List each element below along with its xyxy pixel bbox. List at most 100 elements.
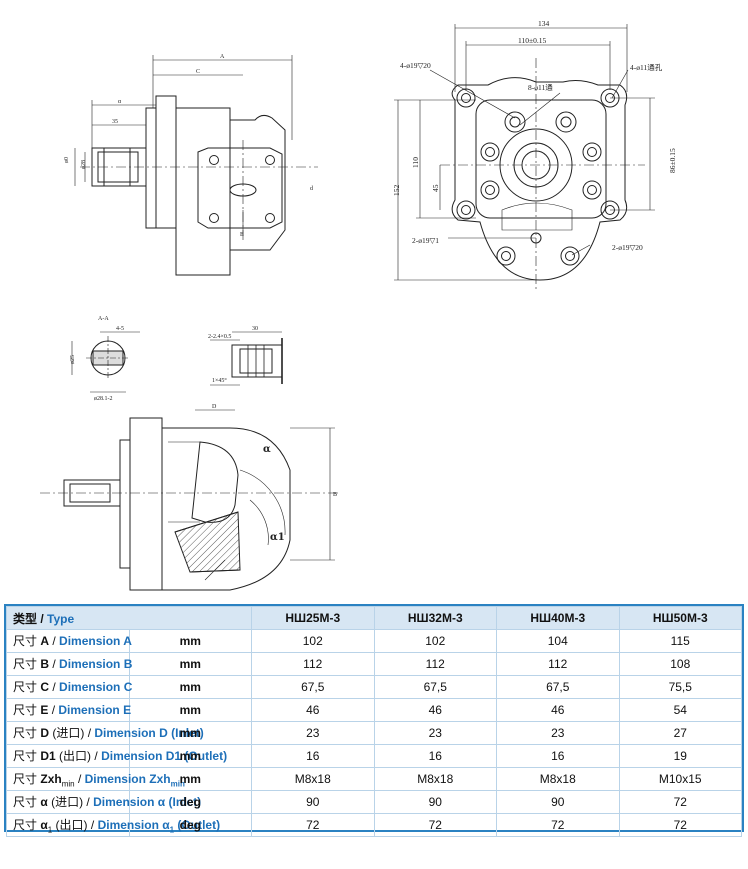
value-cell: 108 [618,652,742,676]
shaft-detail-dimensions: 2-2.4×0.5 30 1×45° [208,326,258,384]
model-header: НШ40М-3 [496,606,620,630]
dimension-label: 尺寸 B / Dimension B [6,652,132,676]
spec-table: 类型 / Type НШ25М-3 НШ32М-3 НШ40М-3 НШ50М-… [6,606,742,837]
dimension-label: 尺寸 D1 (出口) / Dimension D1 (Outlet) [6,744,227,768]
dimension-label: 尺寸 α (进口) / Dimension α (Inlet) [6,790,201,814]
value-cell: 102 [251,629,375,653]
shaft-detail-view [210,331,283,386]
dim-45: 45 [431,184,440,192]
value-cell: 67,5 [496,675,620,699]
value-cell: 23 [373,721,497,745]
value-cell: 102 [373,629,497,653]
type-header-cell: 类型 / Type [6,606,252,630]
value-cell: 19 [618,744,742,768]
dim-4-ø11-thru: 4-ø11通孔 [630,62,663,72]
value-cell: 72 [251,813,375,837]
dim-ø28-1-2: ø28.1-2 [94,396,113,402]
label-alpha1: α1 [270,532,285,543]
dim-86-tol: 86±0.15 [668,148,677,173]
dim-d-bottom: D [212,404,217,410]
dim-30: 30 [252,326,258,332]
model-header: НШ50М-3 [618,606,742,630]
dim-ø0: ø0 [64,157,70,163]
dim-2-ø19-depth20: 2-ø19▽20 [612,243,643,252]
value-cell: M10x15 [618,767,742,791]
dim-b: B [333,492,337,498]
dim-a: A [220,54,225,60]
section-aa-view [71,331,140,393]
dim-8-ø11: 8-ø11通 [528,82,553,92]
table-header-row: 类型 / Type НШ25М-3 НШ32М-3 НШ40М-3 НШ50М-… [6,606,742,630]
label-alpha: α [263,444,271,455]
dim-2-ø19-depth1: 2-ø19▽1 [412,236,439,245]
value-cell: 16 [373,744,497,768]
value-cell: M8x18 [251,767,375,791]
unit-cell: mm [128,698,252,722]
unit-cell: mm [128,675,252,699]
unit-cell: mm [128,767,252,791]
dim-4-ø19-deep: 4-ø19▽20 [400,61,431,70]
value-cell: M8x18 [496,767,620,791]
side-view-dimensions: A C α 35 E ø0 ø28 d [64,54,313,238]
value-cell: 54 [618,698,742,722]
type-header-cn: 类型 [13,611,38,626]
value-cell: 90 [373,790,497,814]
value-cell: 90 [251,790,375,814]
dim-alpha-side: α [118,99,122,105]
value-cell: 16 [251,744,375,768]
value-cell: 23 [251,721,375,745]
value-cell: 115 [618,629,742,653]
dim-134: 134 [538,19,550,28]
side-view [74,55,318,276]
dimension-label: 尺寸 C / Dimension C [6,675,132,699]
value-cell: 112 [496,652,620,676]
dim-e: E [240,232,244,238]
dimension-label: 尺寸 A / Dimension A [6,629,132,653]
type-header-en: Type [47,611,75,626]
bottom-view [40,409,340,591]
model-header: НШ32М-3 [373,606,497,630]
section-aa-dimensions: A-A 4-5 ø25 ø28.1-2 [70,316,124,402]
value-cell: 72 [618,813,742,837]
unit-cell: mm [128,629,252,653]
dim-4-5: 4-5 [116,326,124,332]
dim-2-2-4x0-5: 2-2.4×0.5 [208,334,231,340]
dim-1x45: 1×45° [212,377,227,384]
unit-cell: mm [128,652,252,676]
dimension-label: 尺寸 E / Dimension E [6,698,131,722]
value-cell: M8x18 [373,767,497,791]
technical-drawing: 134 110±0.15 4-ø19▽20 8-ø11通 4-ø11通孔 110… [40,19,677,591]
top-view-dimensions: 134 110±0.15 4-ø19▽20 8-ø11通 4-ø11通孔 110… [392,19,677,252]
unit-cell: deg [128,813,252,837]
value-cell: 72 [496,813,620,837]
dim-110: 110 [411,157,420,168]
dimension-label: 尺寸 α1 (出口) / Dimension α1 (Outlet) [6,813,220,837]
dim-c: C [196,69,200,75]
dim-110-tol: 110±0.15 [518,36,546,45]
value-cell: 46 [496,698,620,722]
value-cell: 67,5 [251,675,375,699]
dim-35: 35 [112,119,118,125]
value-cell: 46 [373,698,497,722]
value-cell: 112 [251,652,375,676]
section-label-aa: A-A [98,316,109,322]
model-header: НШ25М-3 [251,606,375,630]
dim-ø28: ø28 [81,160,87,169]
bottom-view-dimensions: D α α1 B [212,404,337,543]
value-cell: 16 [496,744,620,768]
value-cell: 75,5 [618,675,742,699]
value-cell: 23 [496,721,620,745]
dimension-label: 尺寸 Zxhmin / Dimension Zxhmin [6,767,185,791]
value-cell: 104 [496,629,620,653]
value-cell: 46 [251,698,375,722]
value-cell: 72 [373,813,497,837]
dim-152: 152 [392,185,401,197]
value-cell: 90 [496,790,620,814]
